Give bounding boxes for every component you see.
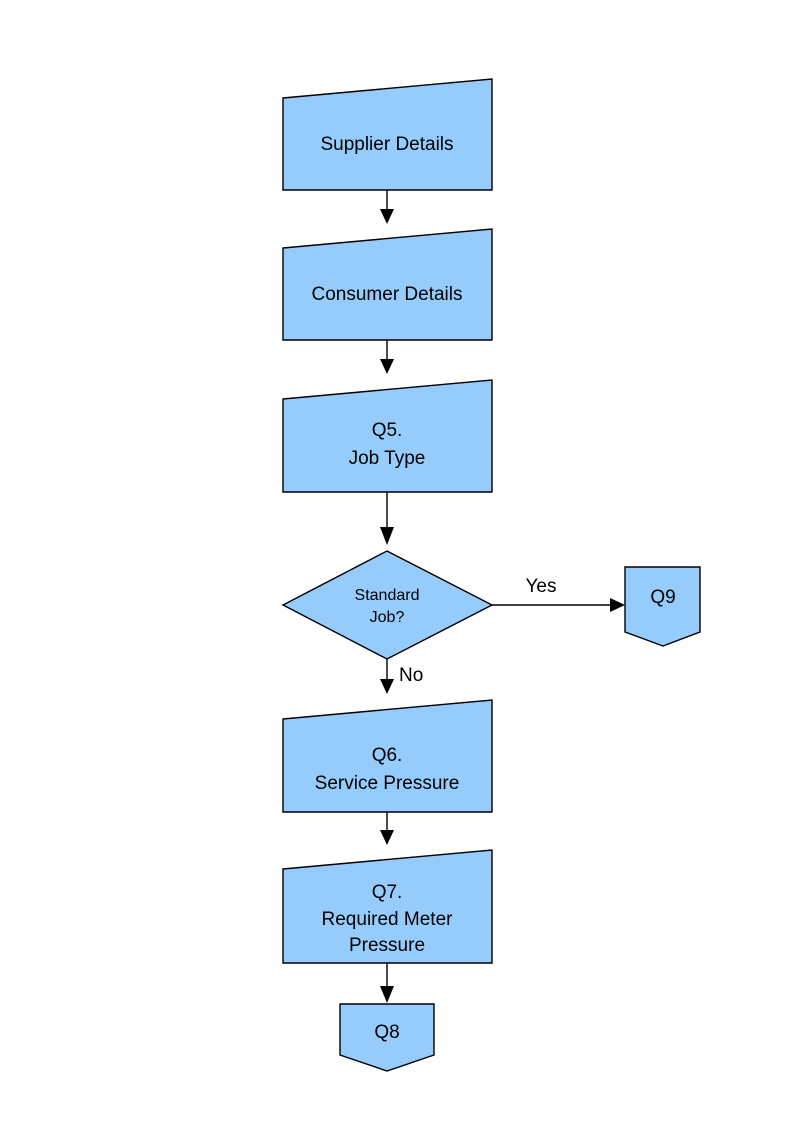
q7-label-line3: Pressure [349, 935, 425, 956]
supplier-details-label: Supplier Details [320, 134, 453, 155]
q5-job-type-shape[interactable] [282, 379, 493, 493]
arrowhead-5 [380, 986, 394, 1003]
connector-q7-to-q8 [380, 963, 394, 1003]
node-supplier-details[interactable]: Supplier Details [282, 78, 493, 191]
q8-shape[interactable] [339, 1003, 435, 1072]
q7-label-line2: Required Meter [322, 909, 454, 930]
standard-job-decision-label-line2: Job? [370, 609, 405, 626]
q6-service-pressure-label-line1: Q6. [372, 745, 403, 766]
node-q5-job-type[interactable]: Q5. Job Type [282, 379, 493, 493]
node-q9[interactable]: Q9 [624, 566, 701, 647]
q6-service-pressure-label-line2: Service Pressure [315, 773, 460, 794]
q9-label: Q9 [650, 587, 675, 608]
connector-decision-to-q9: Yes [492, 576, 625, 612]
arrowhead-yes [610, 598, 625, 612]
standard-job-decision-label-line1: Standard [355, 587, 420, 604]
node-standard-job-decision[interactable]: Standard Job? [281, 550, 494, 660]
connector-supplier-to-consumer [380, 190, 394, 224]
arrowhead-3 [380, 527, 394, 545]
q5-job-type-label-line2: Job Type [349, 448, 426, 469]
q9-shape[interactable] [624, 566, 701, 647]
arrowhead-4 [380, 830, 394, 845]
connector-consumer-to-q5 [380, 340, 394, 374]
standard-job-decision-shape[interactable] [281, 550, 494, 660]
connector-decision-to-q6: No [380, 659, 423, 694]
consumer-details-label: Consumer Details [312, 284, 463, 305]
q7-label-line1: Q7. [372, 882, 403, 903]
supplier-details-shape[interactable] [282, 78, 493, 191]
edge-label-no: No [399, 665, 423, 686]
node-q7-required-meter-pressure[interactable]: Q7. Required Meter Pressure [282, 849, 493, 964]
node-q8[interactable]: Q8 [339, 1003, 435, 1072]
q6-service-pressure-shape[interactable] [282, 699, 493, 813]
connector-q6-to-q7 [380, 812, 394, 845]
connector-q5-to-decision [380, 492, 394, 545]
q5-job-type-label-line1: Q5. [372, 420, 403, 441]
arrowhead-no [380, 679, 394, 694]
node-q6-service-pressure[interactable]: Q6. Service Pressure [282, 699, 493, 813]
edge-label-yes: Yes [526, 576, 557, 597]
node-consumer-details[interactable]: Consumer Details [282, 228, 493, 341]
q8-label: Q8 [374, 1022, 399, 1043]
consumer-details-shape[interactable] [282, 228, 493, 341]
arrowhead-1 [380, 209, 394, 224]
arrowhead-2 [380, 359, 394, 374]
q7-required-meter-pressure-shape[interactable] [282, 849, 493, 964]
